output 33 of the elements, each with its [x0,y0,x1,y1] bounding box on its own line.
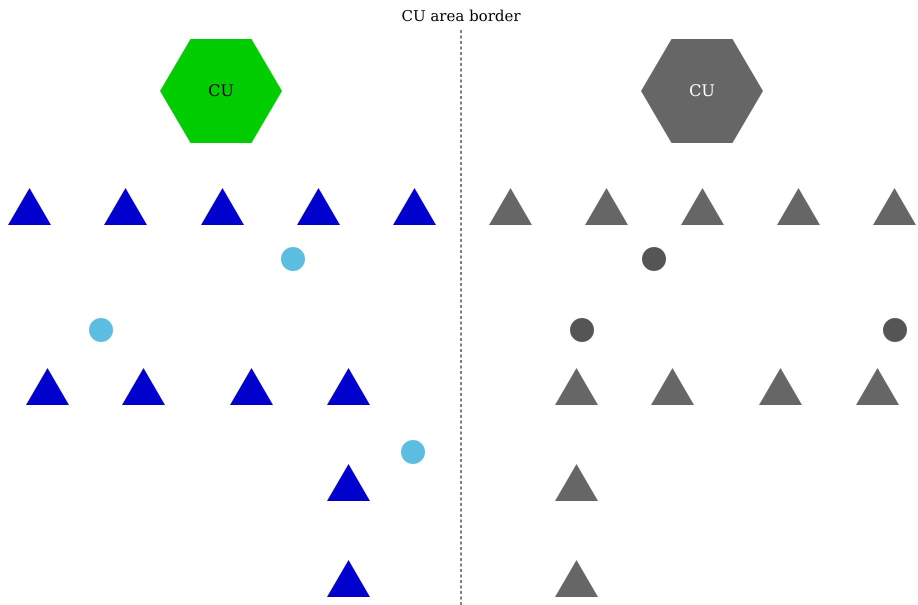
triangle-marker [326,464,370,500]
triangle-marker [554,560,598,596]
triangle-marker [776,188,820,224]
triangle-marker [296,188,340,224]
dot-marker [281,247,305,271]
hexagon-node [160,39,282,143]
triangle-marker [856,368,898,404]
triangle-marker [584,188,628,224]
dot-marker [401,440,425,464]
triangle-marker [104,188,146,224]
triangle-marker [488,188,532,224]
triangle-marker [200,188,244,224]
triangle-marker [326,560,370,596]
hexagon-node [641,39,763,143]
triangle-marker [230,368,272,404]
triangle-marker [680,188,724,224]
triangle-marker [758,368,802,404]
triangle-marker [326,368,370,404]
dot-marker [89,318,113,342]
dot-marker [570,318,594,342]
dot-marker [883,318,907,342]
triangle-marker [26,368,68,404]
triangle-marker [122,368,164,404]
node-label: CU [207,81,235,101]
triangle-marker [554,464,598,500]
triangle-marker [872,188,916,224]
border-label: CU area border [401,7,521,25]
dot-marker [642,247,666,271]
triangle-marker [554,368,598,404]
triangle-marker [8,188,50,224]
triangle-marker [392,188,436,224]
triangle-marker [650,368,694,404]
node-label: CU [688,81,716,101]
